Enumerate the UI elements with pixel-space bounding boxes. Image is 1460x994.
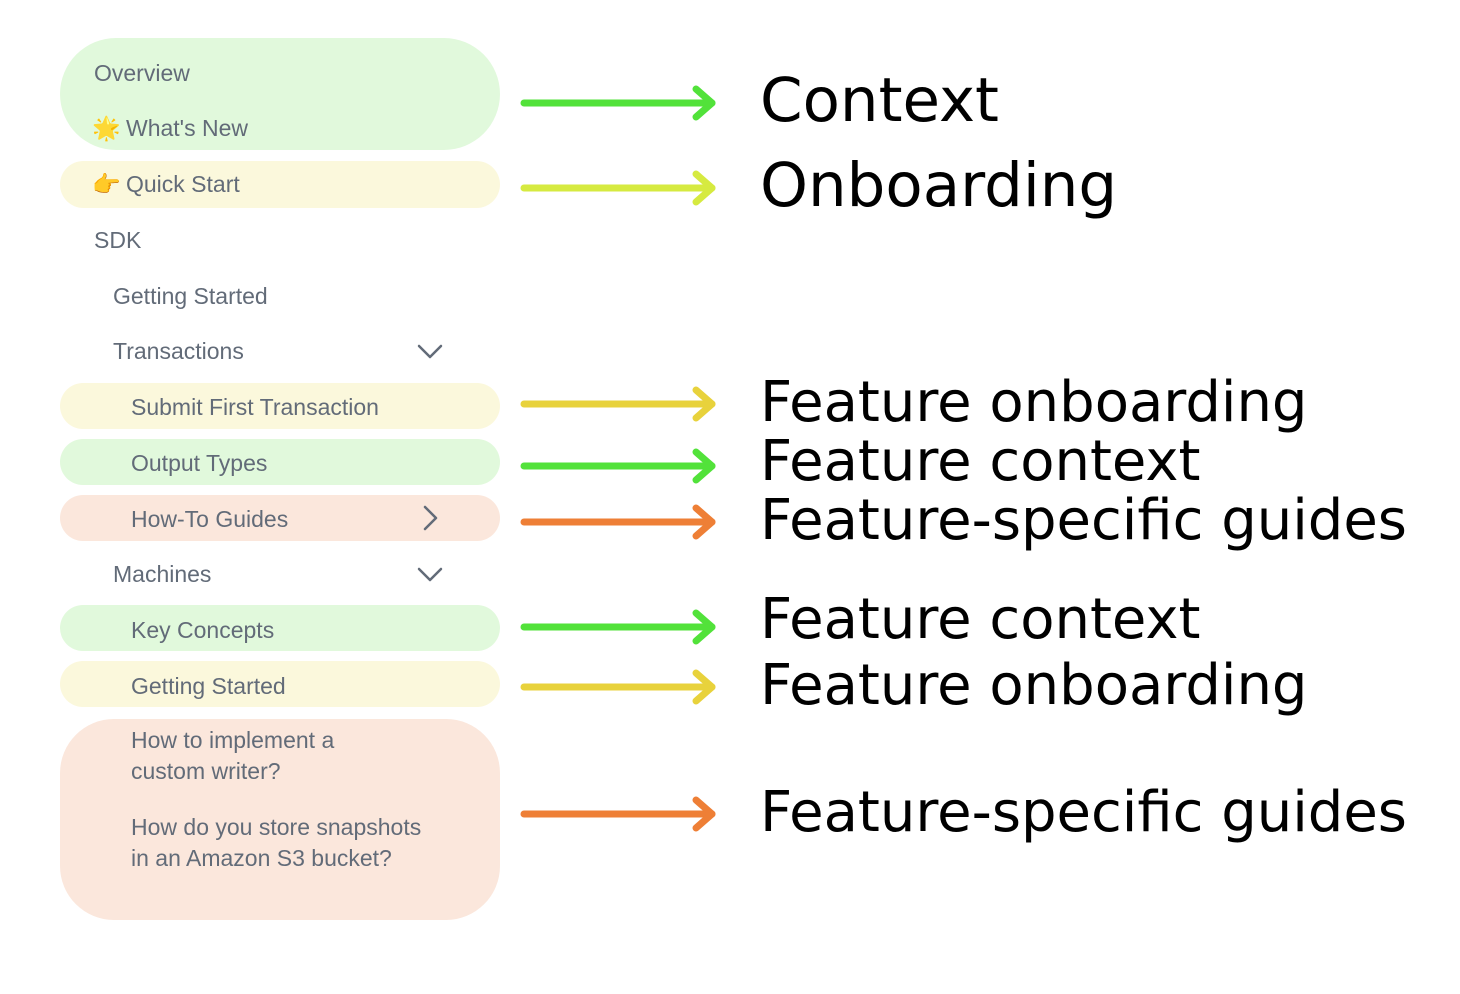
nav-group-transactions[interactable]: Transactions bbox=[113, 338, 244, 364]
context-highlight bbox=[60, 38, 500, 150]
feature-onboarding-highlight bbox=[60, 383, 500, 429]
label-feature-guides: Feature-specific guides bbox=[760, 488, 1407, 553]
nav-section-sdk[interactable]: SDK bbox=[94, 227, 142, 253]
label-feature-context: Feature context bbox=[760, 587, 1201, 652]
context-arrow bbox=[520, 85, 716, 121]
feature-onboarding-highlight bbox=[60, 661, 500, 707]
feature-guides-highlight bbox=[60, 719, 500, 920]
chevron-down-icon[interactable] bbox=[414, 558, 446, 590]
nav-group-machines[interactable]: Machines bbox=[113, 561, 212, 587]
label-onboarding: Onboarding bbox=[760, 150, 1118, 221]
chevron-right-icon[interactable] bbox=[414, 502, 446, 534]
chevron-down-icon[interactable] bbox=[414, 335, 446, 367]
docs-sidebar: Overview 🌟What's New 👉Quick Start SDK Ge… bbox=[0, 0, 520, 994]
nav-item-getting-started[interactable]: Getting Started bbox=[113, 283, 268, 309]
nav-item-label: What's New bbox=[126, 115, 248, 141]
nav-item-s3-snapshots[interactable]: How do you store snapshots in an Amazon … bbox=[131, 814, 422, 871]
nav-item-label: Quick Start bbox=[126, 171, 240, 197]
label-context: Context bbox=[760, 65, 999, 136]
label-feature-guides: Feature-specific guides bbox=[760, 780, 1407, 845]
nav-item-submit-first-transaction[interactable]: Submit First Transaction bbox=[131, 394, 379, 420]
nav-item-key-concepts[interactable]: Key Concepts bbox=[131, 617, 275, 643]
nav-item-how-to-guides[interactable]: How-To Guides bbox=[131, 506, 289, 532]
nav-item-whats-new[interactable]: 🌟What's New bbox=[92, 115, 248, 141]
label-feature-onboarding: Feature onboarding bbox=[760, 653, 1308, 718]
feature-onboarding-arrow bbox=[520, 386, 716, 422]
feature-context-highlight bbox=[60, 439, 500, 485]
feature-onboarding-arrow bbox=[520, 669, 716, 705]
feature-guides-arrow bbox=[520, 504, 716, 540]
nav-item-quick-start[interactable]: 👉Quick Start bbox=[92, 171, 240, 197]
feature-context-arrow bbox=[520, 609, 716, 645]
label-feature-context: Feature context bbox=[760, 429, 1201, 494]
nav-item-custom-writer[interactable]: How to implement a custom writer? bbox=[131, 727, 335, 784]
pointing-hand-icon: 👉 bbox=[92, 171, 121, 197]
feature-guides-arrow bbox=[520, 796, 716, 832]
feature-context-highlight bbox=[60, 605, 500, 651]
star-icon: 🌟 bbox=[92, 115, 121, 141]
feature-context-arrow bbox=[520, 448, 716, 484]
label-feature-onboarding: Feature onboarding bbox=[760, 370, 1308, 435]
nav-item-overview[interactable]: Overview bbox=[94, 60, 190, 86]
nav-item-output-types[interactable]: Output Types bbox=[131, 450, 268, 476]
onboarding-highlight bbox=[60, 161, 500, 208]
nav-item-machines-getting-started[interactable]: Getting Started bbox=[131, 673, 286, 699]
onboarding-arrow bbox=[520, 170, 716, 206]
feature-guides-highlight bbox=[60, 495, 500, 541]
